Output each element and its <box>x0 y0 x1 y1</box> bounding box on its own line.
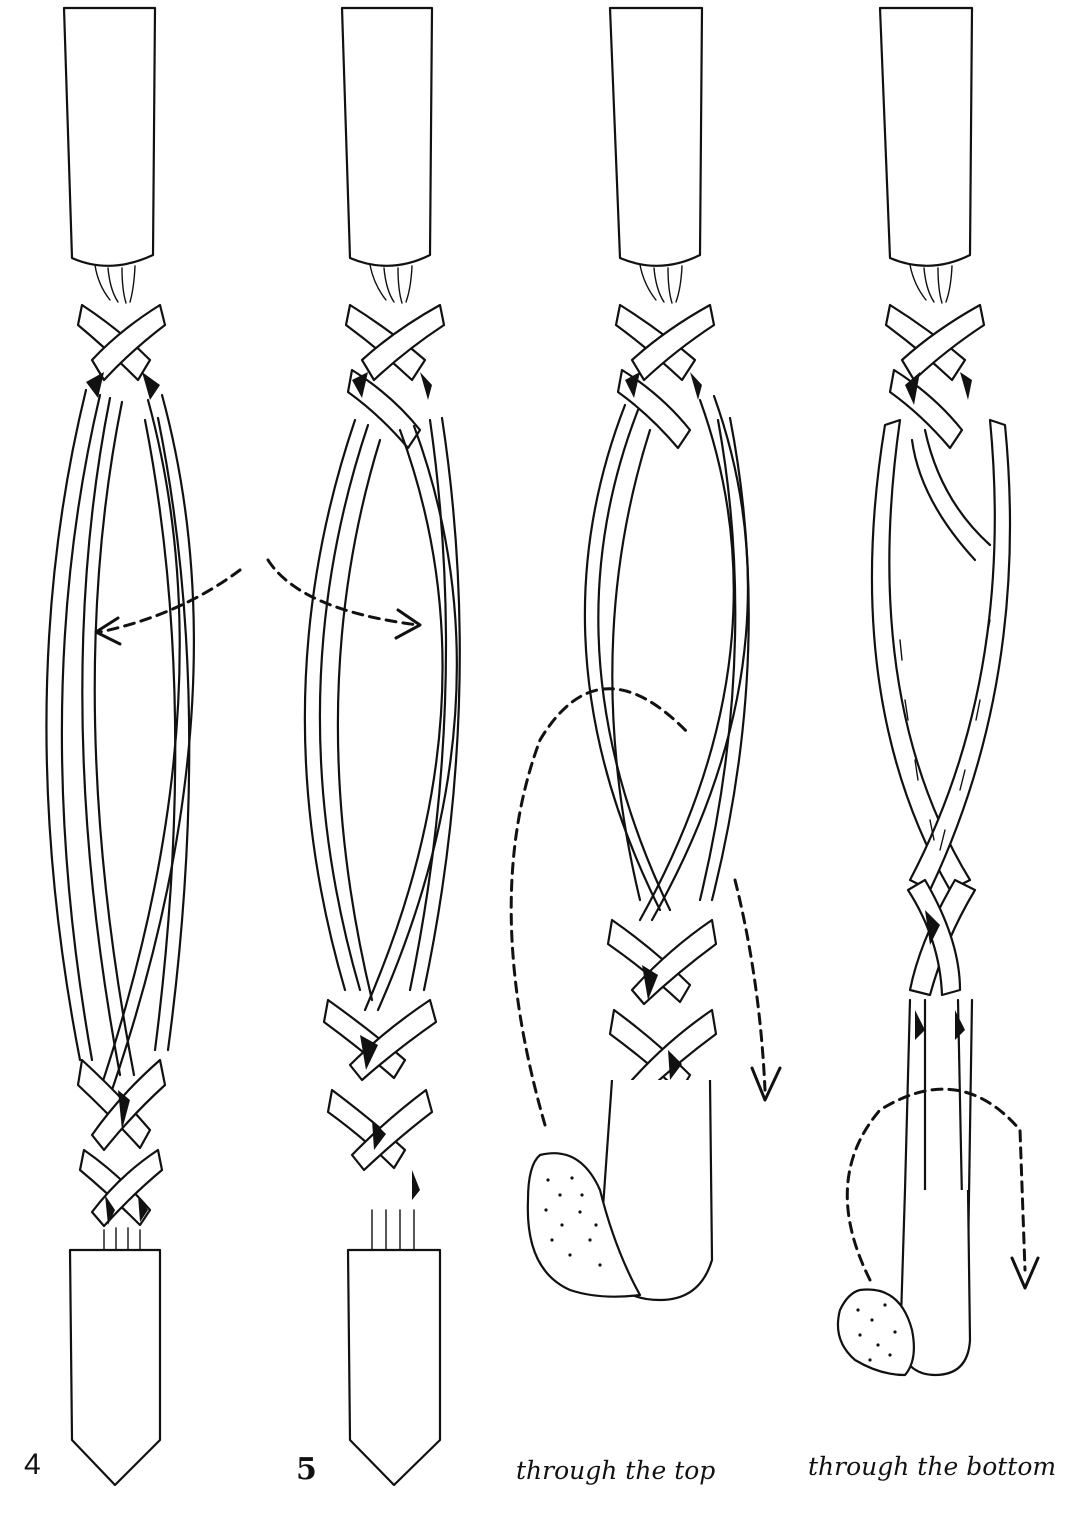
dashed-down-arrow <box>735 880 765 1090</box>
caption-step-4: 4 <box>24 1448 41 1482</box>
pointed-end <box>348 1250 440 1485</box>
panel-through-the-top <box>511 8 780 1300</box>
top-handle <box>610 8 702 266</box>
caption-through-the-bottom: through the bottom <box>808 1452 1056 1481</box>
arrowhead-down <box>1012 1258 1038 1288</box>
pointed-end <box>70 1250 160 1485</box>
panel-step-4 <box>46 8 240 1485</box>
strand-left-outer <box>46 390 100 1060</box>
caption-step-5: 5 <box>296 1452 317 1487</box>
top-handle <box>880 8 972 266</box>
strand-cross <box>100 395 194 1090</box>
top-handle <box>342 8 432 266</box>
panel-through-the-bottom <box>838 8 1038 1375</box>
panel-step-5 <box>268 8 460 1485</box>
top-handle <box>64 8 155 266</box>
caption-through-the-top: through the top <box>516 1456 715 1485</box>
